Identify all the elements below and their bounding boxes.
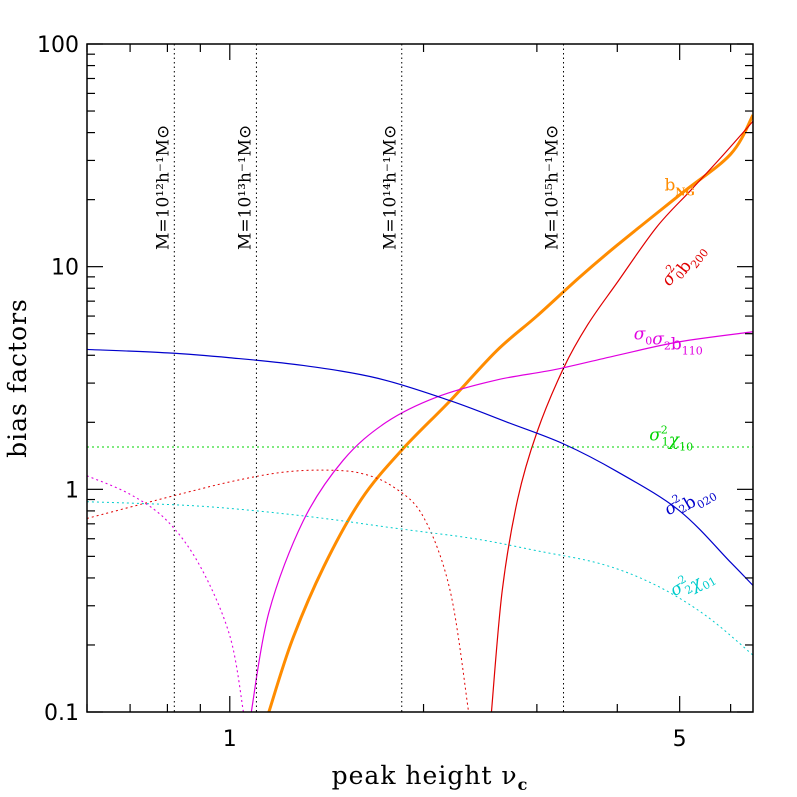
- series-line-s2sq_chi01: [87, 501, 753, 656]
- mass-line-label-4: M=10¹⁵h⁻¹M⊙: [543, 125, 563, 250]
- series-line-red_dotted: [87, 469, 470, 712]
- x-axis-title: peak height νc: [332, 761, 529, 794]
- series-line-s0sq_b200: [490, 120, 753, 712]
- x-tick-label: 1: [223, 727, 237, 752]
- y-axis-title: bias factors: [3, 298, 32, 458]
- mass-lines-layer: M=10¹²h⁻¹M⊙ M=10¹³h⁻¹M⊙ M=10¹⁴h⁻¹M⊙ M=10¹⁵h…: [153, 44, 565, 712]
- series-label-s2sq_chi01: σ22χ01: [666, 560, 719, 608]
- series-line-s0s2_b110: [250, 331, 753, 712]
- series-label-bNG: bNG: [664, 175, 694, 198]
- x-axis-title-subscript: c: [518, 775, 529, 794]
- y-tick-label: 0.1: [44, 701, 79, 726]
- series-label-s0sq_b200: σ20b200: [656, 236, 711, 295]
- plot-frame: [86, 43, 754, 713]
- mass-line-label-1: M=10¹²h⁻¹M⊙: [153, 125, 173, 250]
- series-layer: [87, 114, 753, 712]
- mass-line-label-2: M=10¹³h⁻¹M⊙: [235, 125, 255, 250]
- series-line-bNG: [267, 114, 753, 712]
- mass-line-label-3: M=10¹⁴h⁻¹M⊙: [381, 125, 401, 250]
- x-tick-label: 5: [673, 727, 687, 752]
- y-tick-label: 100: [37, 33, 79, 58]
- series-label-s0s2_b110: σ0σ2b110: [634, 325, 703, 358]
- series-line-s0s2_b110_low: [87, 475, 244, 712]
- y-tick-label: 1: [65, 478, 79, 503]
- y-tick-label: 10: [51, 256, 79, 281]
- series-line-s2sq_b020: [87, 348, 753, 586]
- axes-layer: 0.1 1 10 100 1 5: [37, 33, 754, 752]
